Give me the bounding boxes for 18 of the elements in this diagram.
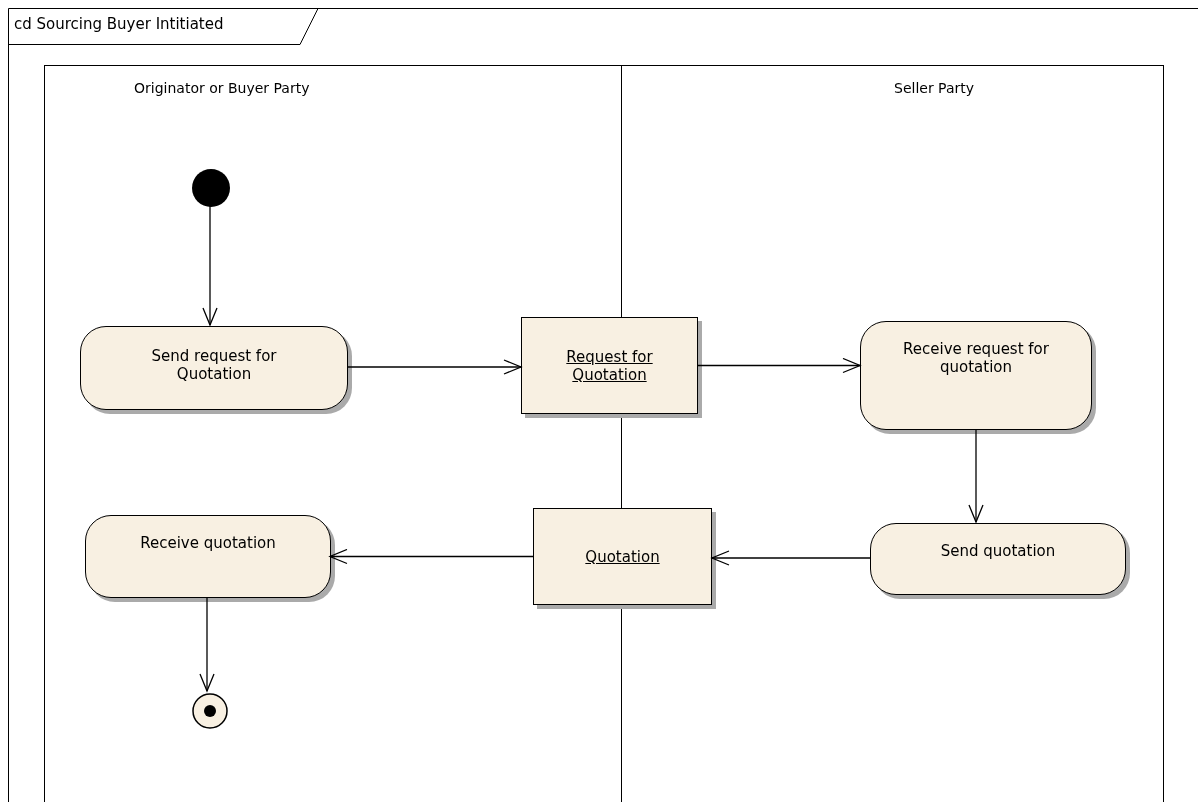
control-flow-arrow — [968, 428, 984, 523]
node-label: Quotation — [585, 547, 660, 566]
diagram-title: cd Sourcing Buyer Intitiated — [14, 15, 224, 33]
control-flow-arrow — [199, 596, 215, 692]
control-flow-arrow — [711, 550, 871, 566]
node-label: Request for Quotation — [565, 347, 654, 384]
node-label: Receive quotation — [139, 534, 277, 552]
initial-node — [192, 169, 230, 207]
lane-title: Originator or Buyer Party — [134, 80, 310, 96]
control-flow-arrow — [329, 548, 534, 565]
node-label: Receive request for quotation — [902, 340, 1050, 376]
control-flow-arrow — [697, 357, 861, 374]
lane-title: Seller Party — [894, 80, 975, 96]
final-node — [191, 692, 229, 730]
control-flow-arrow — [202, 205, 218, 326]
control-flow-arrow — [346, 359, 522, 375]
node-label: Send request for Quotation — [150, 347, 278, 383]
node-label: Send quotation — [939, 542, 1057, 560]
